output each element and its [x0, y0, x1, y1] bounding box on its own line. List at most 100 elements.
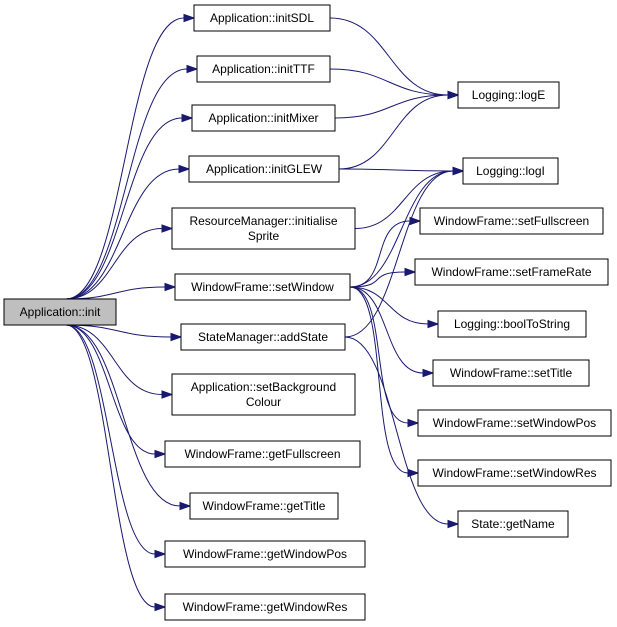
arrowhead — [154, 602, 167, 612]
arrowhead — [170, 332, 183, 342]
edge-init-to-initMixer — [65, 113, 194, 300]
node-initTTF[interactable]: Application::initTTF — [196, 55, 331, 83]
node-label: Application::initTTF — [212, 62, 315, 76]
edge-init-to-getTitle — [65, 324, 192, 511]
edge-line — [65, 324, 181, 507]
edge-init-to-setBg — [65, 324, 174, 399]
node-label: WindowFrame::setTitle — [450, 366, 573, 380]
node-setWindowRes[interactable]: WindowFrame::setWindowRes — [417, 459, 612, 487]
node-box[interactable] — [414, 258, 609, 286]
arrowhead — [409, 216, 422, 226]
node-initMixer[interactable]: Application::initMixer — [191, 104, 336, 132]
edge-addState-to-logI — [344, 166, 465, 338]
node-box[interactable] — [457, 81, 560, 109]
node-init[interactable]: Application::init — [3, 298, 117, 326]
node-label: StateManager::addState — [198, 330, 328, 344]
arrowhead — [181, 113, 194, 123]
node-box[interactable] — [164, 593, 366, 621]
node-box[interactable] — [417, 459, 612, 487]
node-box[interactable] — [171, 373, 356, 416]
arrowhead — [427, 319, 440, 329]
arrowhead — [447, 90, 460, 100]
arrowhead — [154, 449, 167, 459]
node-getFullscreen[interactable]: WindowFrame::getFullscreen — [164, 440, 361, 468]
arrowhead — [404, 267, 417, 277]
node-label: State::getName — [471, 517, 555, 531]
node-box[interactable] — [193, 4, 331, 32]
node-box[interactable] — [432, 359, 590, 387]
edge-initGLEW-to-logE — [338, 90, 460, 170]
node-box[interactable] — [457, 510, 569, 538]
node-box[interactable] — [189, 492, 339, 520]
node-setTitle[interactable]: WindowFrame::setTitle — [432, 359, 590, 387]
node-label: Application::setBackground — [191, 380, 336, 394]
edge-line — [65, 117, 183, 300]
edge-line — [349, 286, 409, 424]
node-logE[interactable]: Logging::logE — [457, 81, 560, 109]
arrowhead — [183, 13, 196, 23]
node-label: Logging::logE — [472, 88, 545, 102]
node-label: Logging::logI — [476, 164, 545, 178]
edge-line — [329, 17, 449, 96]
edge-init-to-getWindowRes — [65, 324, 167, 612]
node-box[interactable] — [419, 207, 604, 235]
node-label: Colour — [246, 395, 281, 409]
edge-initGLEW-to-logI — [338, 166, 465, 176]
edge-line — [329, 68, 449, 96]
node-initSDL[interactable]: Application::initSDL — [193, 4, 331, 32]
arrowhead — [179, 501, 192, 511]
edge-init-to-getWindowPos — [65, 324, 167, 559]
node-box[interactable] — [417, 409, 612, 437]
edge-line — [349, 286, 424, 374]
node-box[interactable] — [171, 207, 356, 250]
node-box[interactable] — [437, 310, 587, 338]
node-box[interactable] — [180, 323, 346, 351]
node-getWindowPos[interactable]: WindowFrame::getWindowPos — [164, 540, 366, 568]
node-getName[interactable]: State::getName — [457, 510, 569, 538]
node-box[interactable] — [174, 273, 351, 301]
arrowhead — [452, 166, 465, 176]
edge-line — [65, 324, 163, 395]
node-box[interactable] — [3, 298, 117, 326]
node-box[interactable] — [164, 540, 366, 568]
node-initGLEW[interactable]: Application::initGLEW — [188, 155, 340, 183]
edge-line — [349, 286, 429, 325]
node-setWindowPos[interactable]: WindowFrame::setWindowPos — [417, 409, 612, 437]
edge-line — [65, 286, 166, 300]
edge-addState-to-getName — [344, 336, 460, 529]
node-boolToString[interactable]: Logging::boolToString — [437, 310, 587, 338]
edge-line — [354, 170, 454, 229]
node-setFullscreen[interactable]: WindowFrame::setFullscreen — [419, 207, 604, 235]
node-label: Sprite — [248, 229, 280, 243]
edge-line — [65, 324, 156, 555]
node-box[interactable] — [188, 155, 340, 183]
node-box[interactable] — [462, 157, 559, 185]
edge-setWindow-to-setWindowRes — [349, 286, 420, 478]
edge-line — [344, 336, 449, 525]
node-getWindowRes[interactable]: WindowFrame::getWindowRes — [164, 593, 366, 621]
arrowhead — [164, 282, 177, 292]
node-label: Application::initSDL — [210, 11, 314, 25]
node-getTitle[interactable]: WindowFrame::getTitle — [189, 492, 339, 520]
node-label: WindowFrame::setWindowRes — [432, 466, 596, 480]
edge-line — [65, 168, 180, 300]
edge-init-to-getFullscreen — [65, 324, 167, 459]
node-box[interactable] — [164, 440, 361, 468]
node-setFrameRate[interactable]: WindowFrame::setFrameRate — [414, 258, 609, 286]
node-box[interactable] — [191, 104, 336, 132]
edge-line — [334, 94, 449, 119]
arrowhead — [161, 390, 174, 399]
node-setWindow[interactable]: WindowFrame::setWindow — [174, 273, 351, 301]
arrowhead — [178, 164, 191, 174]
node-logI[interactable]: Logging::logI — [462, 157, 559, 185]
node-addState[interactable]: StateManager::addState — [180, 323, 346, 351]
node-box[interactable] — [196, 55, 331, 83]
edge-line — [65, 68, 188, 300]
edge-setWindow-to-setWindowPos — [349, 286, 420, 428]
node-label: Application::initMixer — [208, 111, 318, 125]
edge-init-to-initTTF — [65, 64, 199, 300]
